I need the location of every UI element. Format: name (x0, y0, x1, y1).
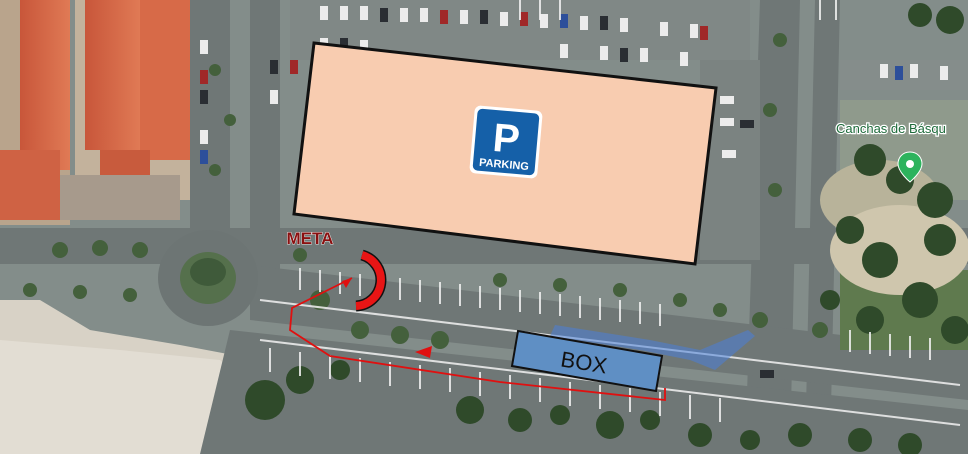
parking-sign-letter: P (491, 116, 521, 162)
finish-marker (355, 249, 387, 312)
parking-sign-icon: P PARKING (469, 105, 543, 179)
location-pin-icon[interactable] (897, 151, 923, 183)
route-arrow-icon (415, 346, 432, 358)
parking-sign-text: PARKING (479, 157, 530, 173)
place-label[interactable]: Canchas de Básqu (835, 120, 947, 138)
finish-label: META (287, 229, 334, 248)
buildings (0, 0, 195, 225)
trees (23, 3, 968, 454)
race-route (289, 277, 666, 402)
pit-lane-track (550, 325, 755, 370)
box-zone[interactable]: BOX (510, 329, 664, 393)
roundabout (158, 230, 258, 326)
